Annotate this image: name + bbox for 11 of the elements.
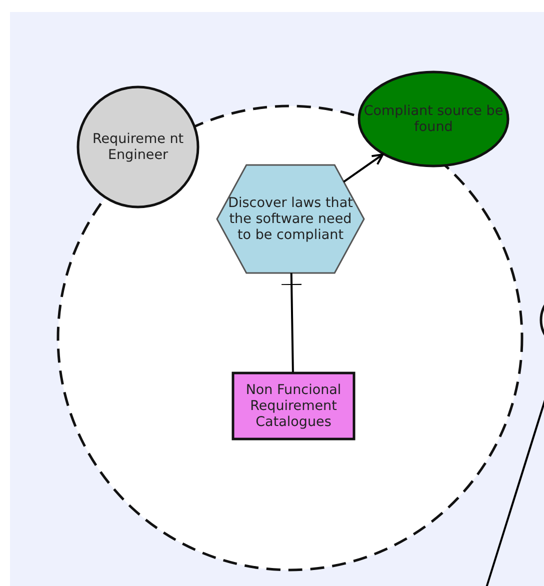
- node-label: Compliant source be found: [364, 103, 504, 135]
- connector-line: [343, 153, 384, 183]
- node-label: Discover laws that the software need to be compliant: [227, 195, 354, 243]
- system-boundary-circle: [57, 105, 523, 571]
- actor-circle: [77, 86, 199, 208]
- goal-ellipse: [358, 71, 509, 167]
- catalogue-box: [232, 372, 355, 440]
- node-label: Requireme nt Engineer: [91, 131, 185, 163]
- connector-line: [280, 272, 303, 372]
- node-label: Non Funcional Requirement Catalogues: [244, 382, 342, 430]
- process-hexagon: [217, 165, 364, 273]
